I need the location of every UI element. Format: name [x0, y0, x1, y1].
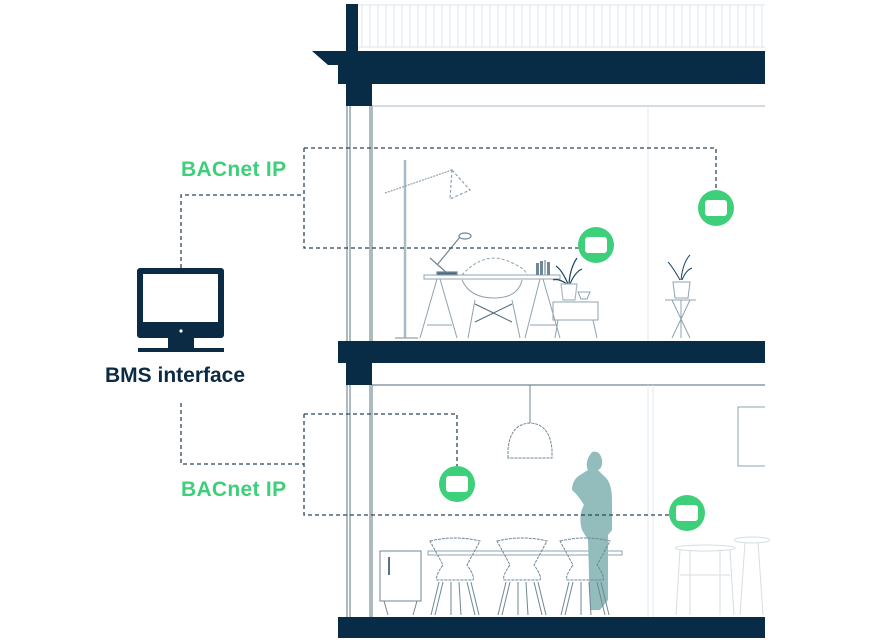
bar-chair [429, 537, 481, 616]
side-table [552, 291, 599, 339]
bacnet-ip-label-lower: BACnet IP [181, 478, 287, 501]
roof-parapet [358, 4, 765, 48]
monitor-icon [137, 268, 224, 352]
controller-device-icon[interactable] [669, 495, 705, 531]
pendant-lamp [507, 385, 553, 459]
floor-lamp [384, 160, 471, 339]
wall-lines [346, 105, 765, 617]
table [674, 536, 771, 616]
person-silhouette [572, 451, 612, 610]
eames-chair [461, 257, 528, 339]
bacnet-ip-label-upper: BACnet IP [181, 158, 287, 181]
bacnet-connection-lines [180, 147, 717, 516]
building-structure [312, 4, 765, 638]
bar-chair [496, 537, 548, 616]
cabinet [379, 550, 422, 616]
bar-chair [559, 537, 611, 616]
plant [552, 257, 583, 301]
books [536, 260, 550, 275]
bms-interface-label: BMS interface [105, 364, 246, 387]
controller-device-icon[interactable] [698, 190, 734, 226]
desk [419, 274, 561, 339]
plant-stand [665, 254, 696, 339]
bar-counter [427, 550, 623, 556]
picture-frame [737, 406, 765, 467]
controller-device-icon[interactable] [439, 466, 475, 502]
desk-lamp [429, 232, 472, 276]
bar-chairs [429, 537, 611, 616]
controller-device-icon[interactable] [578, 227, 614, 263]
